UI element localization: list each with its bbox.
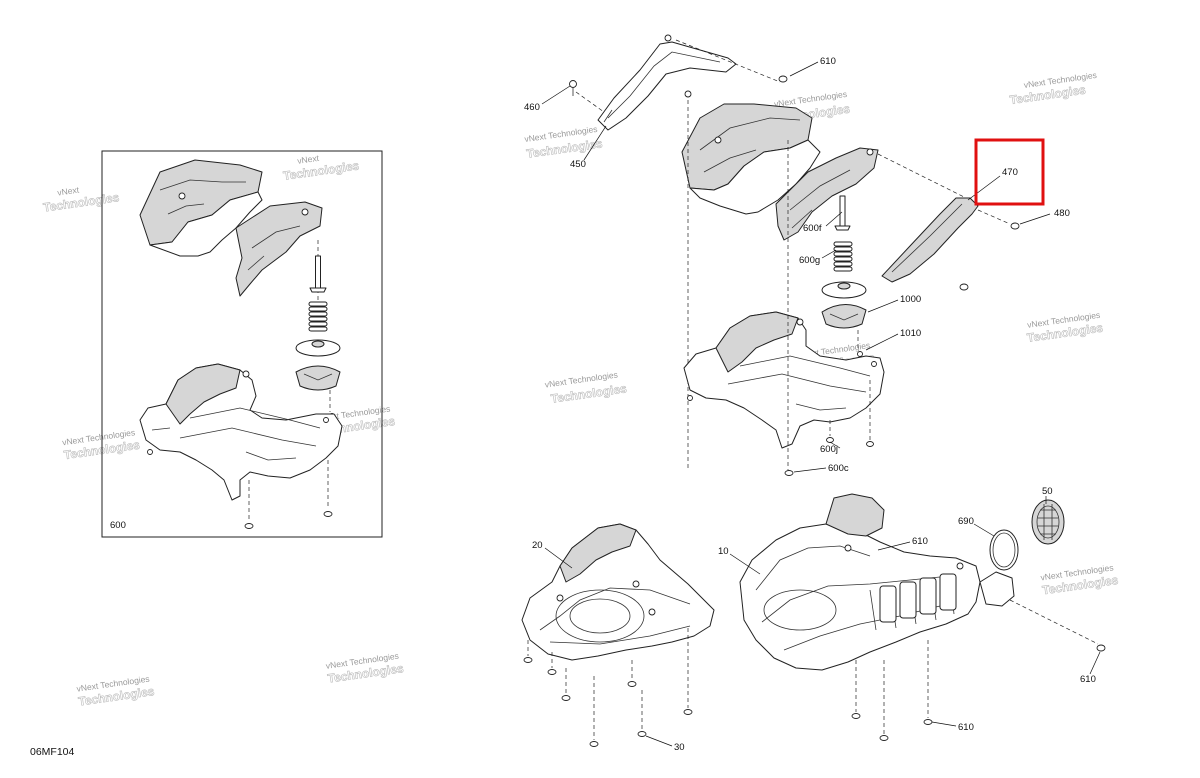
callout-600j: 600j [820, 444, 838, 455]
inset-spring [308, 301, 328, 332]
callout-1000: 1000 [900, 294, 921, 305]
watermark-3: vNext Technologies Technologies [524, 124, 604, 161]
watermark-text: Technologies [282, 158, 360, 183]
callout-610-top: 610 [820, 56, 836, 67]
part-690-clamp-ring [989, 529, 1019, 571]
watermark-1: vNext Technologies [42, 185, 121, 215]
watermark-11: vNext Technologies Technologies [76, 674, 156, 709]
inset-assembly-600: 600 [101, 150, 383, 538]
center-lower-frame [683, 311, 885, 449]
watermark-5: vNext Technologies Technologies [1009, 70, 1098, 108]
watermark-8: vNext Technologies Technologies [544, 369, 628, 406]
inset-label: 600 [110, 520, 126, 531]
watermark-6: vNext Technologies Technologies [61, 427, 141, 462]
callout-610-right: 610 [1080, 674, 1096, 685]
watermark-2: vNext Technologies [282, 153, 361, 183]
callout-480: 480 [1054, 208, 1070, 219]
watermark-text: vNext [57, 185, 81, 198]
part-50-filter [1031, 499, 1065, 545]
part-460-screw [569, 80, 605, 113]
diagram-reference-code: 06MF104 [30, 746, 75, 758]
callout-450: 450 [570, 159, 586, 170]
callout-610-bottom: 610 [958, 722, 974, 733]
leader-lines [541, 61, 1101, 747]
callout-470: 470 [1002, 167, 1018, 178]
airbox-duct-blocks [879, 573, 957, 623]
inset-frame [101, 150, 383, 538]
center-spring [833, 241, 853, 272]
callout-10: 10 [718, 546, 729, 557]
watermark-text: vNext [297, 153, 321, 166]
highlight-box-470 [974, 138, 1045, 206]
callout-460: 460 [524, 102, 540, 113]
callout-600g: 600g [799, 255, 820, 266]
callout-20: 20 [532, 540, 543, 551]
watermark-10: vNext Technologies Technologies [1026, 310, 1105, 346]
callout-600c: 600c [828, 463, 849, 474]
watermark-12: vNext Technologies Technologies [325, 651, 405, 686]
inset-spring-stack [295, 240, 341, 419]
part-20-belly-pan [521, 523, 715, 747]
callout-30: 30 [674, 742, 685, 753]
callout-50: 50 [1042, 486, 1053, 497]
upper-shroud [681, 90, 879, 241]
callout-labels: 460 450 610 470 480 600f 600g 1000 1010 … [524, 56, 1096, 753]
watermark-text: Technologies [42, 190, 120, 215]
part-470-side-cover [881, 197, 1020, 291]
part-480-fastener [1010, 222, 1020, 230]
watermark-15: vNext Technologies Technologies [1040, 562, 1120, 597]
inset-lower-frame [139, 363, 343, 501]
callout-600f: 600f [803, 223, 822, 234]
callout-690: 690 [958, 516, 974, 527]
inset-upper-shroud [139, 159, 323, 297]
center-spring-stack [821, 195, 867, 357]
upper-assembly [569, 34, 1020, 476]
callout-610-mid: 610 [912, 536, 928, 547]
callout-1010: 1010 [900, 328, 921, 339]
part-10-airbox-assembly [739, 493, 1106, 741]
part-610-top-fastener [778, 75, 788, 83]
